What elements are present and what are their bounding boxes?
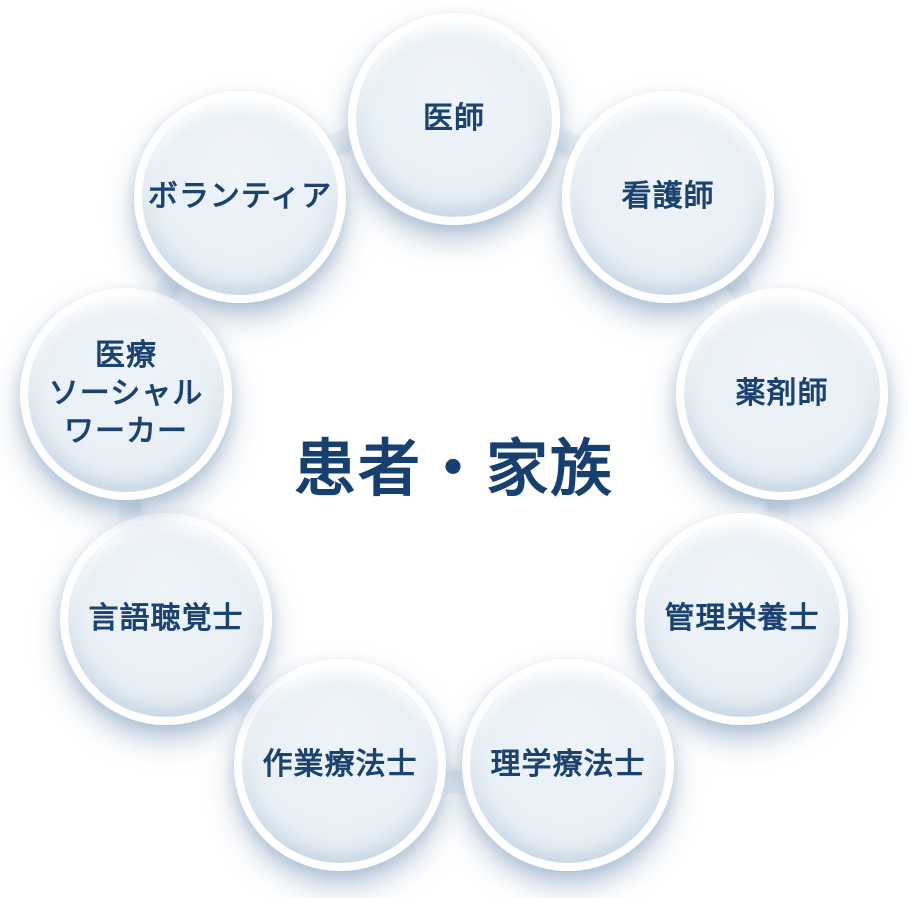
role-label: 薬剤師 bbox=[735, 376, 829, 410]
role-circle-nurse: 看護師 bbox=[562, 91, 774, 303]
role-label: ボランティア bbox=[147, 179, 333, 213]
role-label: 管理栄養士 bbox=[664, 601, 820, 635]
role-circle-speech-therapist: 言語聴覚士 bbox=[60, 513, 272, 725]
role-label: 医師 bbox=[423, 101, 485, 135]
role-circle-medical-social-worker: 医療 ソーシャル ワーカー bbox=[20, 288, 232, 500]
role-label: 言語聴覚士 bbox=[88, 601, 244, 635]
role-circle-physical-therapist: 理学療法士 bbox=[462, 659, 674, 871]
role-circle-occupational-therapist: 作業療法士 bbox=[234, 659, 446, 871]
role-circle-pharmacist: 薬剤師 bbox=[676, 288, 888, 500]
center-label-patient-family: 患者・家族 bbox=[293, 435, 614, 504]
role-label: 医療 ソーシャル ワーカー bbox=[48, 338, 204, 449]
role-circle-dietitian: 管理栄養士 bbox=[636, 513, 848, 725]
role-circle-doctor: 医師 bbox=[348, 13, 560, 225]
role-label: 看護師 bbox=[621, 179, 715, 213]
role-label: 理学療法士 bbox=[490, 747, 646, 781]
role-circle-volunteer: ボランティア bbox=[134, 91, 346, 303]
role-label: 作業療法士 bbox=[262, 747, 418, 781]
